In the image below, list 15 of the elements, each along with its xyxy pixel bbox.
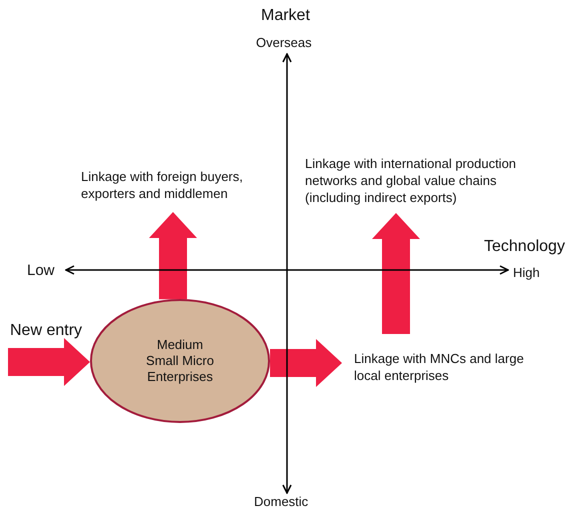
axis-end-label: Low — [27, 262, 55, 279]
linkage-text: Linkage with international production networks and global value chains (including indirect exports) — [305, 156, 516, 205]
linkage-text: Linkage with MNCs and large local enterprises — [354, 351, 524, 383]
enterprise-label: Medium Small Micro Enterprises — [145, 337, 215, 385]
axis-title: Technology — [484, 238, 565, 256]
block-arrow — [149, 212, 197, 300]
axis-end-label: Overseas — [256, 35, 312, 50]
axis-title: Market — [261, 7, 310, 25]
arrow-caption: New entry — [10, 322, 82, 340]
axis-end-label: Domestic — [254, 494, 308, 509]
block-arrow — [8, 338, 90, 386]
block-arrow — [372, 213, 420, 334]
axis-end-label: High — [513, 265, 540, 280]
linkage-text: Linkage with foreign buyers, exporters and middlemen — [81, 169, 243, 201]
block-arrow — [270, 339, 342, 387]
